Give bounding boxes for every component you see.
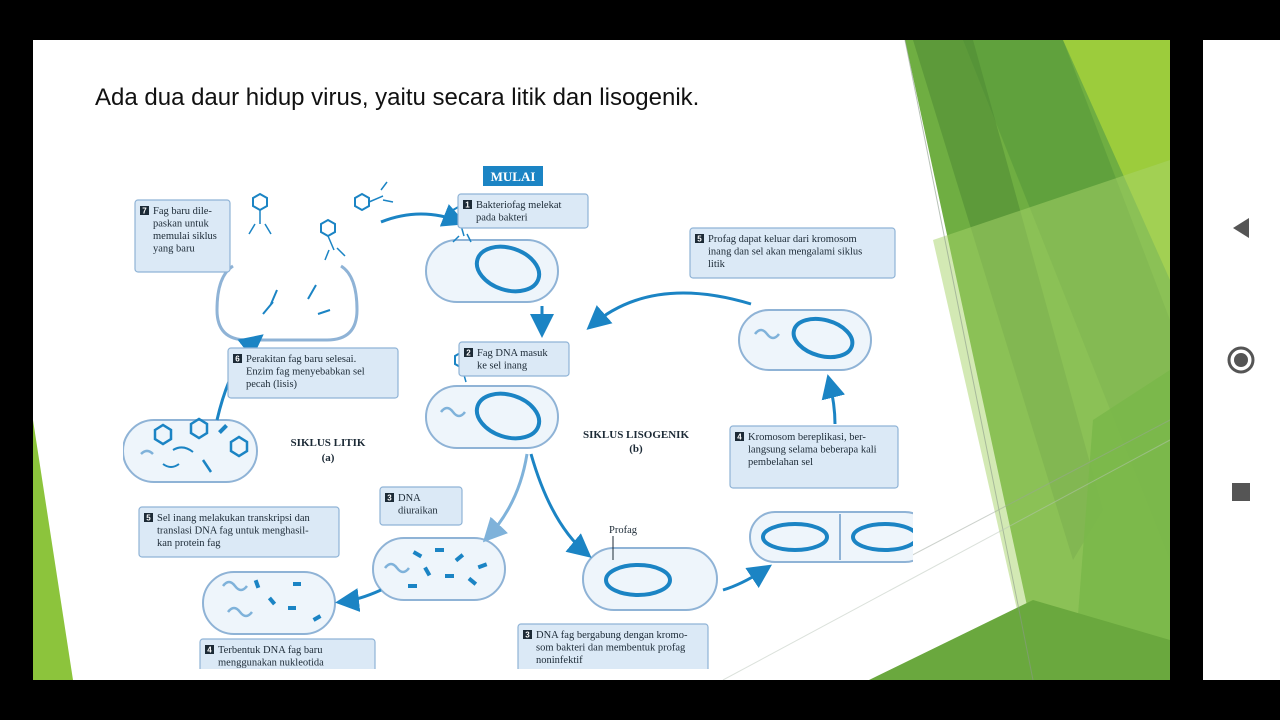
- step-text-line: kan protein fag: [157, 538, 221, 549]
- step-box-2: 2 Fag DNA masuk ke sel inang: [458, 341, 570, 377]
- step-text-line: diuraikan: [398, 506, 438, 517]
- step-text-line: Perakitan fag baru selesai.: [246, 354, 356, 365]
- step-number: 4: [207, 646, 212, 655]
- step-text-line: Profag dapat keluar dari kromosom: [708, 234, 857, 245]
- step-text-line: Kromosom bereplikasi, ber-: [748, 432, 866, 443]
- cell-dna-degraded: [372, 537, 506, 601]
- step-box-5: 5 Sel inang melakukan transkripsi dan tran…: [138, 506, 340, 558]
- step-text-line: langsung selama beberapa kali: [748, 445, 877, 456]
- step-text-line: pecah (lisis): [246, 379, 298, 390]
- step-text-line: paskan untuk: [153, 219, 209, 230]
- cell-dividing: [749, 511, 913, 563]
- lytic-cycle-label: SIKLUS LITIK: [291, 437, 366, 449]
- step-text-line: som bakteri dan membentuk profag: [536, 643, 686, 654]
- step-number: 5: [146, 514, 151, 523]
- prophage-label: Profag: [609, 525, 638, 536]
- home-icon[interactable]: [1225, 344, 1257, 376]
- step-number: 2: [466, 349, 471, 358]
- recents-icon[interactable]: [1225, 476, 1257, 508]
- step-text-line: Terbentuk DNA fag baru: [218, 645, 323, 656]
- cell-new-dna: [202, 571, 336, 635]
- step-box-10: 5 Profag dapat keluar dari kromosom inang …: [689, 227, 896, 279]
- step-box-1: 1 Bakteriofag melekat pada bakteri: [457, 193, 589, 229]
- android-navigation-bar: [1203, 40, 1280, 680]
- step-box-6: 6 Perakitan fag baru selesai. Enzim fag me…: [227, 347, 399, 399]
- step-text-line: Enzim fag menyebabkan sel: [246, 367, 365, 378]
- step-text-line: translasi DNA fag untuk menghasil-: [157, 526, 309, 537]
- lysogenic-cycle-sub: (b): [629, 443, 643, 455]
- step-number: 6: [235, 355, 240, 364]
- step-text-line: noninfektif: [536, 655, 583, 666]
- step-number: 7: [142, 207, 147, 216]
- step-text-line: Fag DNA masuk: [477, 348, 548, 359]
- start-label: MULAI: [491, 169, 536, 184]
- step-text-line: memulai siklus: [153, 231, 217, 242]
- step-text-line: pada bakteri: [476, 213, 528, 224]
- cell-prophage-exit: [738, 309, 872, 371]
- cell-lysis: [215, 264, 359, 342]
- slide-title: Ada dua daur hidup virus, yaitu secara l…: [95, 84, 700, 111]
- step-number: 3: [525, 631, 530, 640]
- step-number: 1: [465, 201, 470, 210]
- step-number: 5: [697, 235, 702, 244]
- cell-protein-synthesis: [123, 417, 258, 483]
- step-boxes: 1 Bakteriofag melekat pada bakteri 2 Fag DNA…: [134, 193, 899, 669]
- step-text-line: DNA fag bergabung dengan kromo-: [536, 630, 688, 641]
- step-number: 4: [737, 433, 742, 442]
- step-text-line: Bakteriofag melekat: [476, 200, 562, 211]
- lytic-cycle-sub: (a): [322, 452, 335, 464]
- cell-attach: [425, 239, 559, 303]
- step-box-8: 3 DNA fag bergabung dengan kromo-som bakt…: [517, 623, 709, 669]
- virus-life-cycle-diagram: MULAI SIKLUS LITIK (a) SIKLUS LISOGENIK …: [123, 166, 913, 669]
- lysogenic-cycle-label: SIKLUS LISOGENIK: [583, 429, 690, 441]
- step-box-4: 4 Terbentuk DNA fag baru menggunakan nukle…: [199, 638, 376, 669]
- step-text-line: yang baru: [153, 244, 195, 255]
- step-number: 3: [387, 494, 392, 503]
- step-text-line: Sel inang melakukan transkripsi dan: [157, 513, 311, 524]
- slide-decoration: [33, 40, 1170, 680]
- step-text-line: inang dan sel akan mengalami siklus: [708, 247, 862, 258]
- cell-prophage: Profag: [582, 525, 718, 611]
- step-text-line: pembelahan sel: [748, 457, 813, 468]
- step-box-9: 4 Kromosom bereplikasi, ber-langsung sela…: [729, 425, 899, 489]
- start-banner: MULAI: [483, 166, 543, 186]
- step-text-line: DNA: [398, 493, 421, 504]
- step-text-line: ke sel inang: [477, 361, 528, 372]
- step-text-line: Fag baru dile-: [153, 206, 212, 217]
- slide: Ada dua daur hidup virus, yaitu secara l…: [33, 40, 1170, 680]
- step-text-line: litik: [708, 259, 726, 270]
- cell-dna-entry: [425, 385, 559, 449]
- released-phages: [248, 181, 394, 261]
- step-text-line: menggunakan nukleotida: [218, 658, 324, 669]
- step-box-3: 3 DNA diuraikan: [379, 486, 463, 526]
- back-icon[interactable]: [1225, 212, 1257, 244]
